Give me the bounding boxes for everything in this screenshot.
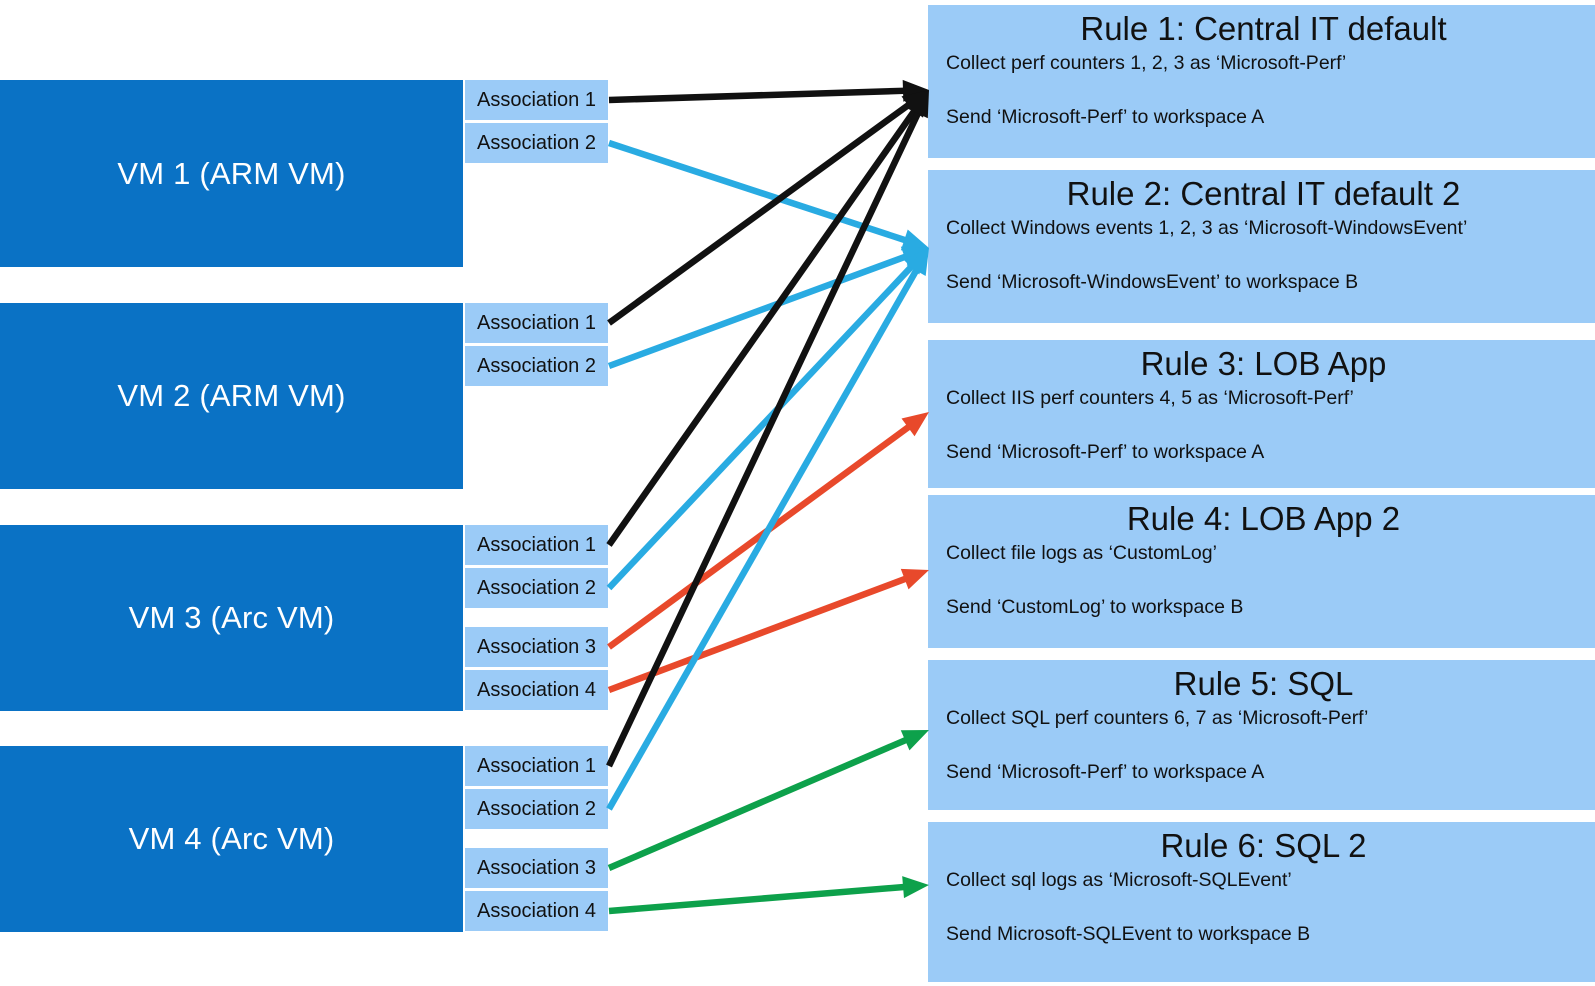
rule-box-rule3[interactable]: Rule 3: LOB App Collect IIS perf counter… [928,340,1595,488]
rule-title: Rule 6: SQL 2 [1160,827,1367,864]
rule-title: Rule 1: Central IT default [1080,10,1447,47]
connector-line-vm1-2 [607,139,910,245]
arrowhead-vm3-3 [901,412,929,437]
vm-label: VM 3 (Arc VM) [128,600,335,635]
rule-box-rule1[interactable]: Rule 1: Central IT default Collect perf … [928,5,1595,158]
association-label: Association 3 [477,856,596,879]
rule-title: Rule 2: Central IT default 2 [1066,175,1461,212]
vm-box-vm3[interactable]: VM 3 (Arc VM) [0,525,463,711]
association-vm3-2[interactable]: Association 2 [465,568,608,608]
rule-title: Rule 4: LOB App 2 [1126,500,1401,537]
rule-collect-line: Collect IIS perf counters 4, 5 as ‘Micro… [946,386,1354,409]
rule-box-rule5[interactable]: Rule 5: SQL Collect SQL perf counters 6,… [928,660,1595,810]
rule-collect-line: Collect file logs as ‘CustomLog’ [946,541,1217,564]
rule-send-line: Send Microsoft-SQLEvent to workspace B [946,923,1311,946]
connector-line-vm3-4 [607,574,910,694]
rule-collect-line: Collect perf counters 1, 2, 3 as ‘Micros… [946,51,1347,74]
connector-line-vm1-1 [608,87,908,104]
association-vm4-2[interactable]: Association 2 [465,789,608,829]
rule-collect-line: Collect SQL perf counters 6, 7 as ‘Micro… [946,706,1369,729]
connector-line-vm2-1 [607,100,914,326]
association-label: Association 4 [477,678,596,701]
rule-collect-line: Collect sql logs as ‘Microsoft-SQLEvent’ [946,868,1292,891]
vm-box-vm2[interactable]: VM 2 (ARM VM) [0,303,463,489]
arrowhead-vm4-4 [902,876,929,899]
connector-line-vm3-3 [607,422,914,650]
rule-title: Rule 5: SQL [1173,665,1354,702]
rule-box-rule2[interactable]: Rule 2: Central IT default 2 Collect Win… [928,170,1595,323]
association-label: Association 2 [477,797,596,820]
vm-label: VM 1 (ARM VM) [117,155,346,191]
association-label: Association 1 [477,88,596,111]
association-label: Association 1 [477,533,596,556]
association-vm4-3[interactable]: Association 3 [465,848,608,888]
association-vm2-1[interactable]: Association 1 [465,303,608,343]
arrowhead-vm4-3 [900,730,929,751]
connector-line-vm2-2 [607,252,910,370]
vm-box-vm4[interactable]: VM 4 (Arc VM) [0,746,463,932]
arrowhead-vm1-2 [900,229,929,251]
connector-line-vm3-1 [606,106,920,547]
association-label: Association 2 [477,576,596,599]
arrowhead-vm2-1 [901,90,929,115]
association-vm1-1[interactable]: Association 1 [465,80,608,120]
association-vm3-1[interactable]: Association 1 [465,525,608,565]
arrowhead-vm4-1 [907,90,929,119]
connector-line-vm4-2 [606,265,921,811]
rule-collect-line: Collect Windows events 1, 2, 3 as ‘Micro… [946,216,1468,239]
rule-title: Rule 3: LOB App [1140,345,1387,382]
rule-box-rule4[interactable]: Rule 4: LOB App 2 Collect file logs as ‘… [928,495,1595,648]
connector-line-vm3-2 [606,261,917,591]
association-label: Association 3 [477,635,596,658]
arrowhead-vm3-4 [900,568,929,590]
arrowhead-vm4-2 [906,248,929,277]
connector-line-vm4-3 [607,735,911,871]
association-label: Association 2 [477,131,596,154]
vm-label: VM 4 (Arc VM) [128,821,335,856]
rule-send-line: Send ‘Microsoft-Perf’ to workspace A [946,761,1265,784]
connector-line-vm4-1 [606,108,923,768]
association-label: Association 1 [477,311,596,334]
rule-box-rule6[interactable]: Rule 6: SQL 2 Collect sql logs as ‘Micro… [928,822,1595,982]
arrowhead-vm3-2 [903,248,929,275]
association-vm2-2[interactable]: Association 2 [465,346,608,386]
rule-send-line: Send ‘Microsoft-Perf’ to workspace A [946,106,1265,129]
rule-send-line: Send ‘Microsoft-Perf’ to workspace A [946,441,1265,464]
connector-line-vm4-4 [608,883,908,915]
association-vm4-4[interactable]: Association 4 [465,891,608,931]
arrowhead-vm1-1 [902,79,929,102]
association-label: Association 4 [477,899,596,922]
association-vm3-4[interactable]: Association 4 [465,670,608,710]
association-label: Association 1 [477,754,596,777]
rule-send-line: Send ‘CustomLog’ to workspace B [946,596,1244,619]
association-vm4-1[interactable]: Association 1 [465,746,608,786]
association-vm1-2[interactable]: Association 2 [465,123,608,163]
vm-box-vm1[interactable]: VM 1 (ARM VM) [0,80,463,267]
association-vm3-3[interactable]: Association 3 [465,627,608,667]
arrowhead-vm2-2 [900,246,929,268]
arrowhead-vm3-1 [905,90,929,118]
vm-label: VM 2 (ARM VM) [117,378,346,413]
association-label: Association 2 [477,354,596,377]
rule-send-line: Send ‘Microsoft-WindowsEvent’ to workspa… [946,271,1359,294]
